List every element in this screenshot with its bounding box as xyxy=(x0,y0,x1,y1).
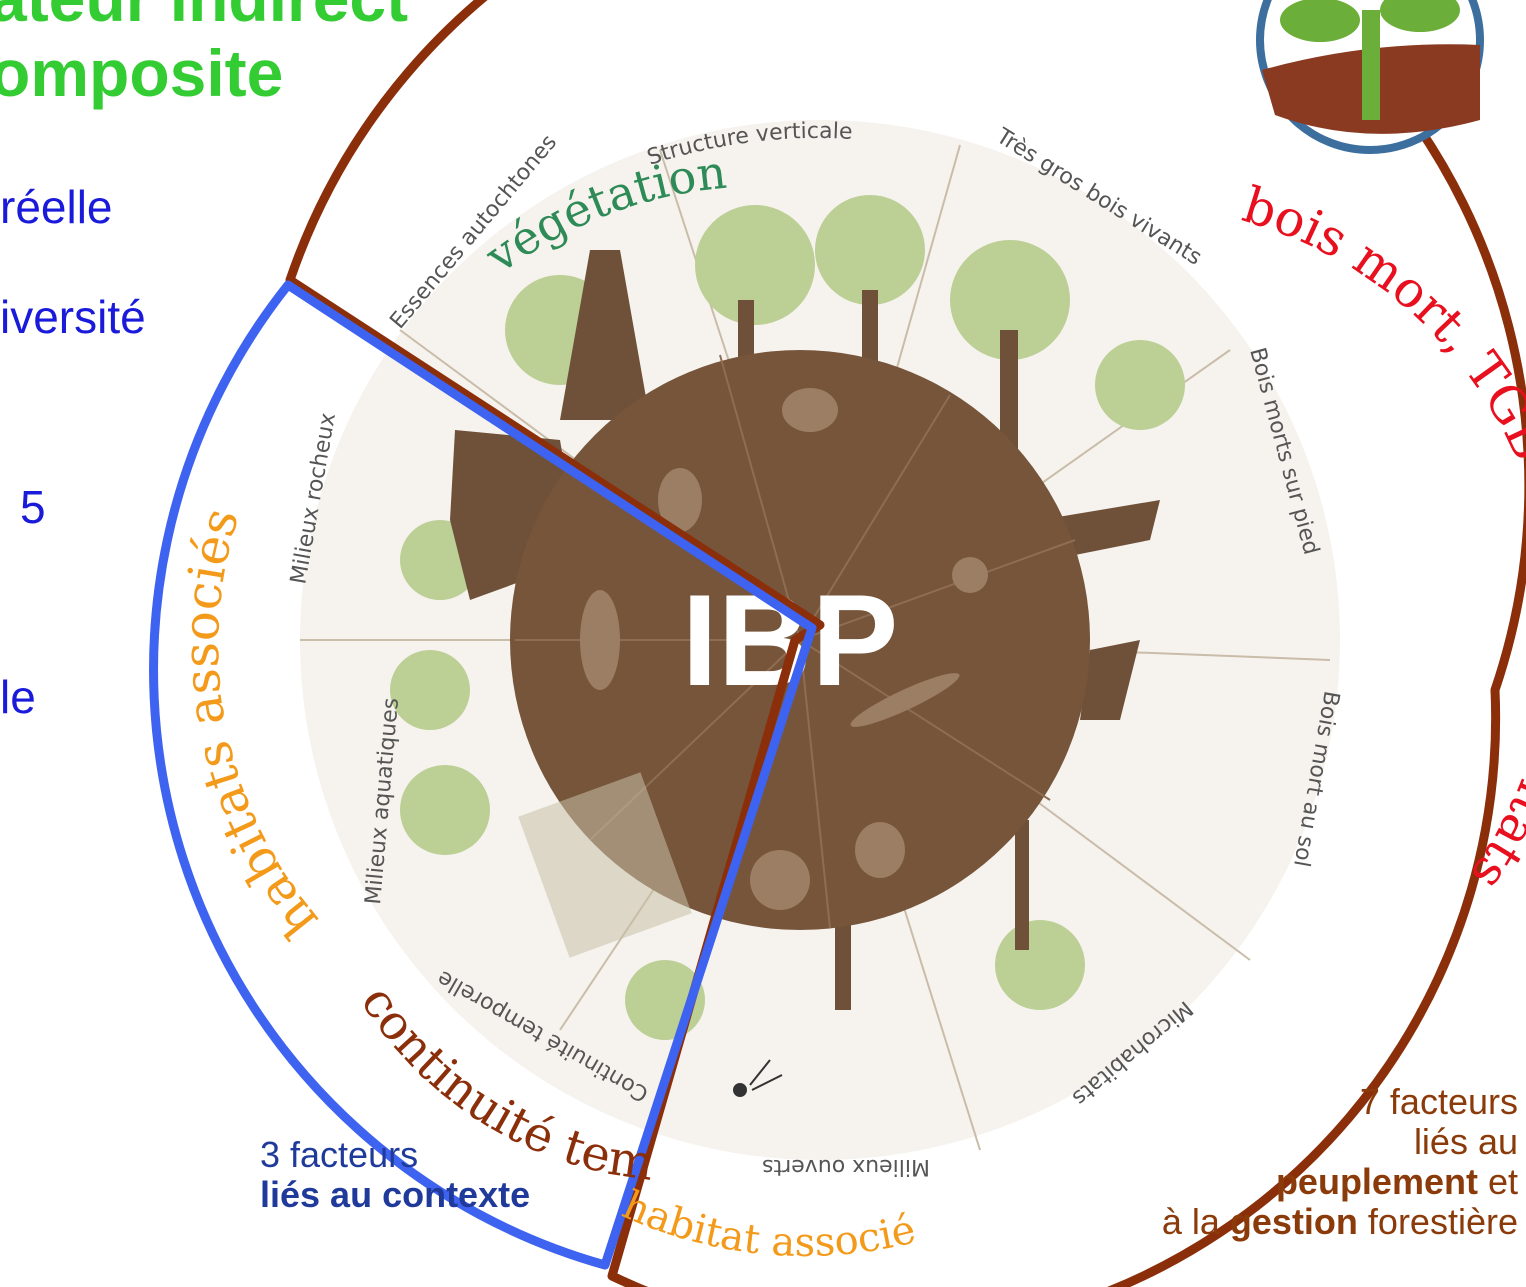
stand-caption-line2: liés au xyxy=(1413,1121,1518,1162)
stand-caption-line1: 7 facteurs xyxy=(1359,1081,1518,1122)
side-text-2: iversité xyxy=(0,291,146,343)
slide-title-line2: omposite xyxy=(0,36,284,110)
stand-caption-a-la: à la xyxy=(1161,1201,1230,1242)
side-text-1: réelle xyxy=(0,181,113,233)
context-caption: 3 facteurs liés au contexte xyxy=(260,1135,530,1215)
factor-milieux-ouverts: Milieux ouverts xyxy=(762,1154,930,1179)
tree-silhouettes xyxy=(390,195,1185,1040)
stand-caption: 7 facteurs liés au peuplement et à la ge… xyxy=(1162,1082,1518,1242)
stand-caption-forestiere: forestière xyxy=(1357,1201,1518,1242)
stand-caption-peuplement: peuplement xyxy=(1275,1161,1478,1202)
context-caption-line1: 3 facteurs xyxy=(260,1134,419,1175)
stand-caption-line4: à la gestion forestière xyxy=(1162,1202,1518,1242)
slide-title-line1: ateur indirect xyxy=(0,0,408,36)
stand-factors-outline xyxy=(285,0,1526,1287)
animal-silhouettes xyxy=(580,388,988,910)
old-map-icon xyxy=(518,772,692,958)
stand-caption-line3: peuplement et xyxy=(1162,1162,1518,1202)
planet-dividers xyxy=(515,354,1076,929)
sun-icon xyxy=(733,1059,783,1097)
context-factors-outline xyxy=(149,280,817,1270)
stand-caption-et: et xyxy=(1477,1161,1518,1202)
arc-label-habitat-associe: habitat associé xyxy=(616,1182,920,1266)
context-caption-line2: liés au contexte xyxy=(260,1174,531,1215)
side-text-4: le xyxy=(0,671,36,723)
side-text-3: 5 xyxy=(20,481,46,533)
tree-sprout-logo-icon xyxy=(1256,0,1484,154)
stand-caption-gestion: gestion xyxy=(1229,1201,1358,1242)
